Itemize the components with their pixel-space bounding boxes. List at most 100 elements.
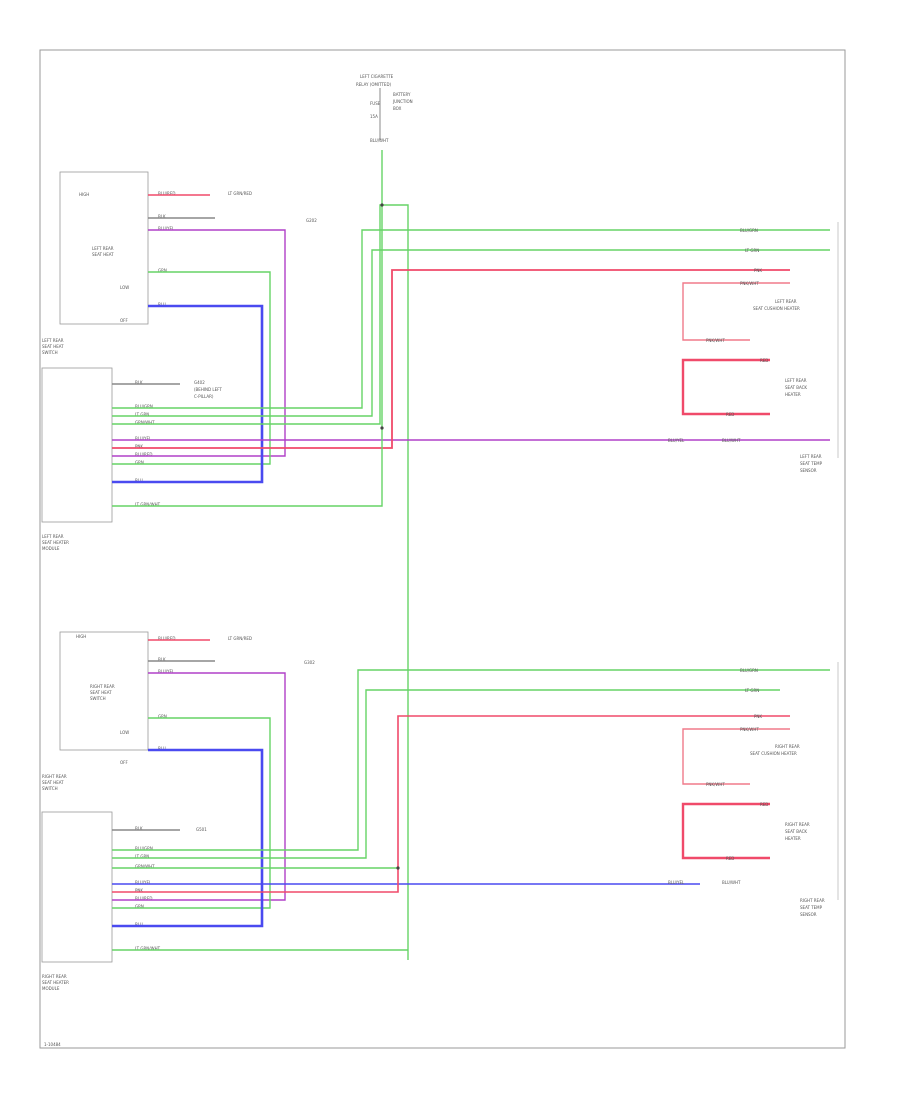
svg-text:BLU/GRN: BLU/GRN <box>740 228 758 233</box>
left-heaters: BLU/GRN LT GRN PNK PNK/WHT PNK/WHT RED R… <box>668 222 839 473</box>
svg-text:MODULE: MODULE <box>42 546 60 551</box>
svg-text:15A: 15A <box>370 114 378 119</box>
svg-text:PNK: PNK <box>754 714 762 719</box>
svg-text:BLU: BLU <box>158 746 166 751</box>
svg-text:RIGHT REAR: RIGHT REAR <box>785 822 810 827</box>
splice-dot <box>380 203 384 207</box>
wire-red-loop <box>681 358 770 416</box>
svg-text:LT GRN: LT GRN <box>135 854 149 859</box>
svg-text:GRN: GRN <box>135 460 144 465</box>
right-module-box <box>41 811 113 963</box>
svg-text:PNK/WHT: PNK/WHT <box>706 782 725 787</box>
svg-text:RED: RED <box>760 358 768 363</box>
svg-text:JUNCTION: JUNCTION <box>392 99 413 104</box>
svg-text:RIGHT REAR: RIGHT REAR <box>775 744 800 749</box>
svg-text:RIGHT REAR: RIGHT REAR <box>800 898 825 903</box>
splice-points <box>380 203 400 870</box>
svg-text:GRN: GRN <box>158 714 167 719</box>
svg-text:BLU/WHT: BLU/WHT <box>722 438 741 443</box>
svg-text:BLU/YEL: BLU/YEL <box>668 880 685 885</box>
wire-grn <box>112 271 271 465</box>
svg-text:PNK/WHT: PNK/WHT <box>706 338 725 343</box>
svg-text:LT GRN: LT GRN <box>745 248 759 253</box>
svg-text:BLU/YEL: BLU/YEL <box>135 436 152 441</box>
right-switch-box <box>59 631 149 751</box>
wire-pnk-wht <box>682 282 790 341</box>
svg-text:HEATER: HEATER <box>785 392 801 397</box>
svg-text:(BEHIND LEFT: (BEHIND LEFT <box>194 387 222 392</box>
left-switch-box <box>59 171 149 325</box>
splice-dot <box>380 426 384 430</box>
svg-text:SEAT BACK: SEAT BACK <box>785 385 807 390</box>
svg-text:BLK: BLK <box>135 380 143 385</box>
svg-text:LOW: LOW <box>120 730 129 735</box>
r-wire-red-loop <box>681 802 770 860</box>
svg-text:BOX: BOX <box>393 106 402 111</box>
svg-text:LEFT REAR: LEFT REAR <box>775 299 797 304</box>
svg-text:LEFT REAR: LEFT REAR <box>42 338 64 343</box>
footer-code: 1-10484 <box>44 1042 61 1047</box>
svg-text:SEAT HEAT: SEAT HEAT <box>42 780 64 785</box>
svg-text:BLU/WHT: BLU/WHT <box>370 138 389 143</box>
svg-text:SEAT HEAT: SEAT HEAT <box>92 252 114 257</box>
svg-text:BLU: BLU <box>135 922 143 927</box>
svg-text:OFF: OFF <box>120 318 128 323</box>
svg-text:BLU/YEL: BLU/YEL <box>158 669 175 674</box>
svg-text:BLU/GRN: BLU/GRN <box>135 404 153 409</box>
svg-text:BLU/RED: BLU/RED <box>135 896 152 901</box>
svg-text:SWITCH: SWITCH <box>42 350 58 355</box>
svg-text:PNK: PNK <box>135 888 143 893</box>
svg-text:SEAT TEMP: SEAT TEMP <box>800 461 823 466</box>
svg-text:LT GRN: LT GRN <box>745 688 759 693</box>
wire-blu-yel <box>112 229 286 457</box>
svg-text:C-PILLAR): C-PILLAR) <box>194 394 214 399</box>
svg-text:PNK/WHT: PNK/WHT <box>740 727 759 732</box>
svg-text:RED: RED <box>726 412 734 417</box>
svg-text:G202: G202 <box>306 218 317 223</box>
wire-lt-grn-wht <box>112 150 383 507</box>
svg-text:G302: G302 <box>304 660 315 665</box>
r-wire-blu <box>112 748 264 928</box>
svg-text:PNK: PNK <box>754 268 762 273</box>
svg-text:FUSE: FUSE <box>370 101 381 106</box>
svg-text:GRN: GRN <box>135 904 144 909</box>
svg-text:MODULE: MODULE <box>42 986 60 991</box>
svg-text:BLU/YEL: BLU/YEL <box>158 226 175 231</box>
svg-text:BLU: BLU <box>135 478 143 483</box>
wire-pnk <box>112 269 790 449</box>
wire-grn-wht <box>112 204 409 960</box>
svg-text:RIGHT REAR: RIGHT REAR <box>42 974 67 979</box>
left-rear-seat-heater-module: LEFT REAR SEAT HEATER MODULE BLK BLU/GRN… <box>41 367 222 551</box>
svg-text:SEAT HEATER: SEAT HEATER <box>42 540 69 545</box>
left-module-box <box>41 367 113 523</box>
svg-text:BLU/RED: BLU/RED <box>158 191 175 196</box>
right-heaters: BLU/GRN LT GRN PNK PNK/WHT PNK/WHT RED R… <box>668 662 839 917</box>
left-wiring <box>112 150 830 960</box>
svg-text:LEFT REAR: LEFT REAR <box>785 378 807 383</box>
left-rear-seat-heat-switch: LEFT REAR SEAT HEAT LOW HIGH OFF LEFT RE… <box>42 171 317 355</box>
r-wire-blu-grn <box>112 669 830 851</box>
svg-text:RIGHT REAR: RIGHT REAR <box>42 774 67 779</box>
svg-text:GRN: GRN <box>158 268 167 273</box>
svg-text:PNK/WHT: PNK/WHT <box>740 281 759 286</box>
svg-text:BATTERY: BATTERY <box>393 92 411 97</box>
svg-text:RELAY (OMITTED): RELAY (OMITTED) <box>356 82 392 87</box>
svg-text:GRN/WHT: GRN/WHT <box>135 420 155 425</box>
svg-text:RED: RED <box>726 856 734 861</box>
svg-text:SEAT CUSHION HEATER: SEAT CUSHION HEATER <box>753 306 800 311</box>
r-wire-pnk <box>112 715 790 893</box>
svg-text:OFF: OFF <box>120 760 128 765</box>
svg-text:SEAT HEAT: SEAT HEAT <box>90 690 112 695</box>
svg-text:BLK: BLK <box>135 826 143 831</box>
wire-blu-grn <box>112 229 830 409</box>
right-rear-seat-heat-switch: RIGHT REAR SEAT HEAT SWITCH LOW OFF HIGH… <box>42 631 315 791</box>
right-rear-seat-heater-module: RIGHT REAR SEAT HEATER MODULE BLK BLU/GR… <box>41 811 207 991</box>
r-wire-blu-yel <box>112 672 286 901</box>
svg-text:BLU/YEL: BLU/YEL <box>668 438 685 443</box>
svg-text:BLK: BLK <box>158 214 166 219</box>
right-wiring <box>112 639 830 951</box>
svg-text:LEFT CIGARETTE: LEFT CIGARETTE <box>360 74 394 79</box>
svg-text:LT GRN/RED: LT GRN/RED <box>228 636 252 641</box>
svg-text:LT GRN/WHT: LT GRN/WHT <box>135 502 161 507</box>
